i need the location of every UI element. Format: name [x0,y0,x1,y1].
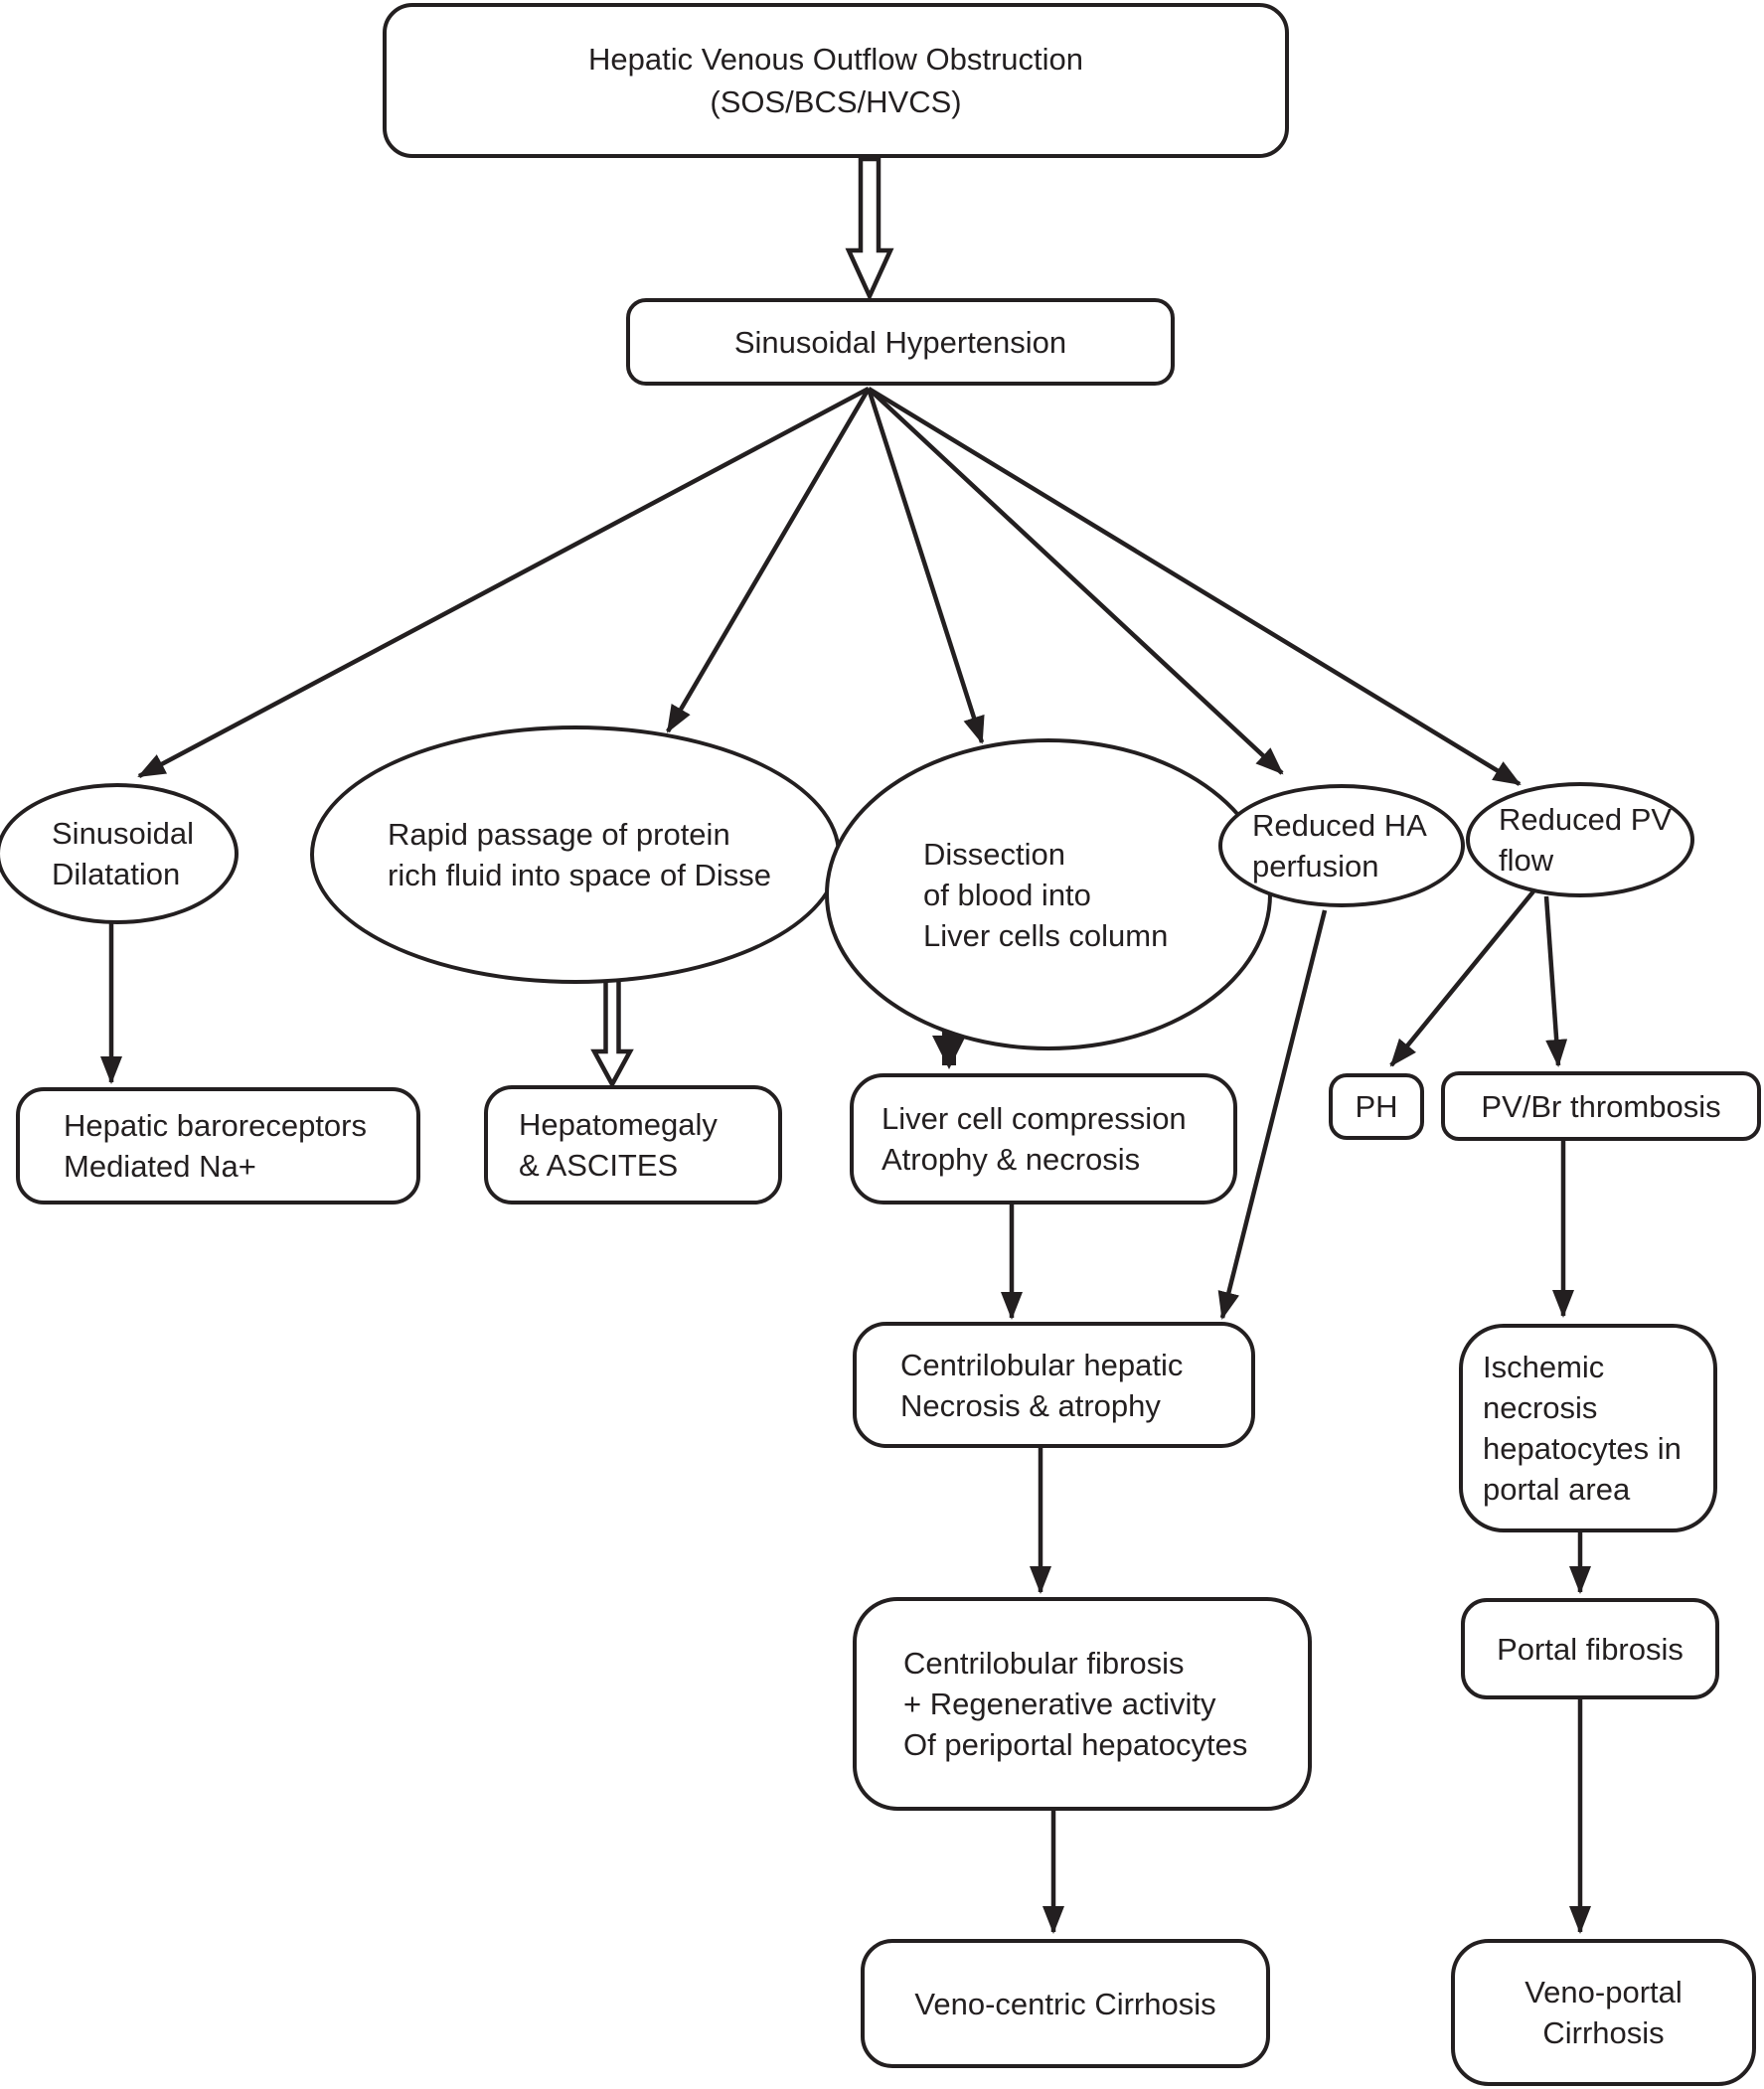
node-label: Liver cell compression [882,1101,1187,1136]
node-label: Ischemic [1483,1350,1605,1384]
node-label: Dissection [923,836,1065,872]
node-rapid-passage: Rapid passage of protein rich fluid into… [310,725,841,984]
node-label: PV/Br thrombosis [1481,1088,1721,1124]
node-centrilobular-fibrosis: Centrilobular fibrosis + Regenerative ac… [853,1597,1312,1811]
node-label: Hepatic baroreceptors [64,1108,367,1143]
node-reduced-pv-flow: Reduced PV flow [1466,782,1694,897]
node-label: Mediated Na+ [64,1149,256,1184]
node-label: Of periportal hepatocytes [903,1727,1248,1762]
node-label: hepatocytes in [1483,1431,1682,1466]
node-label: Sinusoidal Hypertension [733,324,1067,360]
node-hepatic-venous-outflow-obstruction: Hepatic Venous Outflow Obstruction (SOS/… [383,3,1289,158]
edge-rapidpassage-hepatomegaly-hollow-arrow [590,966,634,1089]
node-hepatic-baroreceptors: Hepatic baroreceptors Mediated Na+ [16,1087,420,1205]
node-veno-centric-cirrhosis: Veno-centric Cirrhosis [861,1939,1270,2068]
edge-hypertension-dissection-arrow [866,388,985,744]
edge-hypertension-reduced-ha-arrow [867,387,1284,775]
node-label: Centrilobular fibrosis [903,1646,1185,1681]
node-ischemic-necrosis: Ischemic necrosis hepatocytes in portal … [1459,1324,1717,1532]
node-label: perfusion [1252,849,1379,884]
node-label: Cirrhosis [1542,2015,1665,2050]
node-label: Hepatomegaly [519,1107,718,1142]
node-label: Veno-centric Cirrhosis [914,1986,1216,2021]
node-dissection: Dissection of blood into Liver cells col… [825,738,1272,1050]
node-label: Atrophy & necrosis [882,1142,1141,1177]
node-label: Veno-portal [1524,1975,1683,2009]
edge-reduced-pv-thrombosis-arrow [1543,895,1568,1067]
node-sinusoidal-dilatation: Sinusoidal Dilatation [0,783,239,924]
node-label: Liver cells column [923,917,1169,953]
node-label: Rapid passage of protein [388,817,730,852]
edge-hypertension-reduced-pv-arrow [867,387,1522,786]
node-hepatomegaly-ascites: Hepatomegaly & ASCITES [484,1085,782,1205]
node-sinusoidal-hypertension: Sinusoidal Hypertension [626,298,1175,386]
edge-hypertension-rapid-passage-arrow [666,387,871,733]
node-label: portal area [1483,1472,1631,1507]
node-label: Sinusoidal [52,816,195,851]
node-ph: PH [1329,1073,1424,1140]
node-label: flow [1499,843,1554,878]
node-label: necrosis [1483,1390,1598,1425]
node-liver-cell-compression: Liver cell compression Atrophy & necrosi… [850,1073,1237,1205]
edge-reduced-pv-ph-arrow [1389,889,1535,1067]
node-label: & ASCITES [519,1148,679,1183]
edge-hvoo-hypertension-hollow-arrow [845,156,894,302]
node-pv-br-thrombosis: PV/Br thrombosis [1441,1071,1761,1141]
edge-reduced-ha-centrilobular-arrow [1217,909,1328,1320]
node-label: Dilatation [52,857,181,891]
node-veno-portal-cirrhosis: Veno-portal Cirrhosis [1451,1939,1756,2086]
node-label: PH [1355,1089,1398,1124]
node-reduced-ha-perfusion: Reduced HA perfusion [1218,784,1465,907]
node-label: rich fluid into space of Disse [388,858,771,892]
node-label: + Regenerative activity [903,1687,1216,1721]
node-label: Centrilobular hepatic [900,1347,1184,1382]
node-portal-fibrosis: Portal fibrosis [1461,1598,1719,1699]
node-label: Hepatic Venous Outflow Obstruction [588,42,1083,77]
node-label: of blood into [923,877,1091,912]
node-label: Portal fibrosis [1497,1631,1684,1667]
node-centrilobular-necrosis: Centrilobular hepatic Necrosis & atrophy [853,1322,1255,1448]
edge-hypertension-dilatation-arrow [137,387,871,778]
node-label: Reduced PV [1499,802,1673,837]
node-label: Necrosis & atrophy [900,1387,1161,1423]
node-label: Reduced HA [1252,808,1427,843]
node-label: (SOS/BCS/HVCS) [710,84,962,119]
